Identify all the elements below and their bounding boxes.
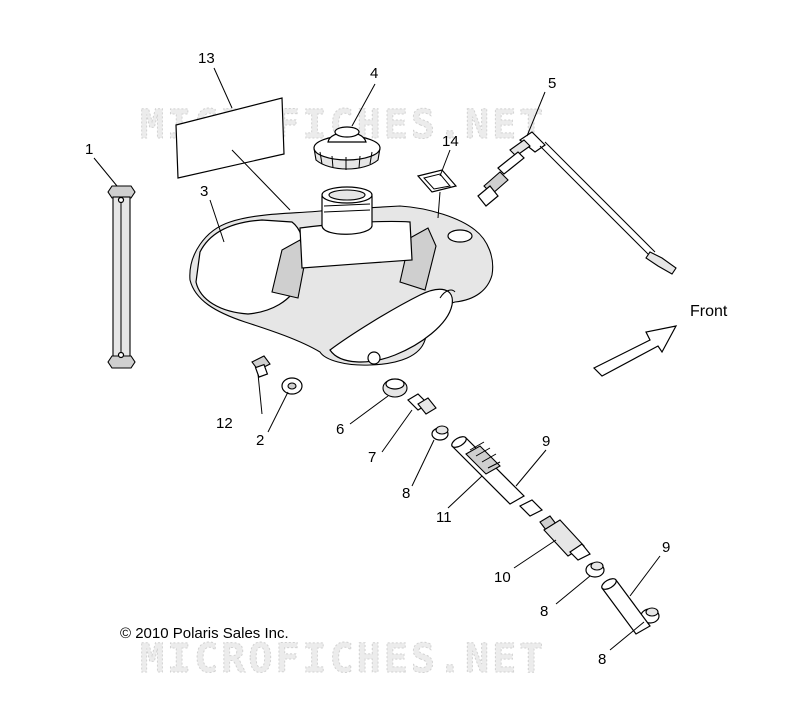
callout-labels: 1 2 3 4 5 6 7 8 8 8 9 9 10 11 12 13 14 (85, 50, 670, 668)
part-9-hose-a (518, 499, 544, 517)
front-arrow-icon (592, 325, 678, 377)
callout-10: 10 (494, 569, 511, 586)
part-9-hose-b (601, 578, 651, 635)
callout-1: 1 (85, 141, 93, 158)
callout-14: 14 (442, 133, 459, 150)
callout-2: 2 (256, 432, 264, 449)
part-14-gasket (416, 169, 458, 193)
leader-lines (93, 67, 661, 651)
callout-8-a: 8 (402, 485, 410, 502)
callout-13: 13 (198, 50, 215, 67)
callout-11: 11 (436, 509, 452, 526)
part-11-hose-sleeve (451, 436, 525, 505)
callout-8-b: 8 (540, 603, 548, 620)
part-1-strap (107, 185, 136, 369)
callout-12: 12 (216, 415, 233, 432)
part-13-decal (175, 97, 285, 179)
part-6-grommet (382, 378, 408, 398)
copyright-notice: © 2010 Polaris Sales Inc. (120, 625, 289, 642)
part-8-clamp-a (431, 425, 449, 441)
part-5-sender (477, 131, 677, 275)
watermark-bottom: MICROFICHES.NET (140, 636, 546, 682)
part-7-fitting (407, 393, 437, 415)
callout-7: 7 (368, 449, 376, 466)
callout-4: 4 (370, 65, 378, 82)
callout-9-b: 9 (662, 539, 670, 556)
callout-3: 3 (200, 183, 208, 200)
callout-6: 6 (336, 421, 344, 438)
part-2-washer (281, 377, 303, 395)
front-label: Front (690, 303, 728, 320)
part-12-screw (251, 355, 271, 378)
part-3-fuel-tank (189, 186, 494, 366)
part-4-fuel-cap (313, 126, 381, 170)
part-8-clamp-b (585, 561, 605, 578)
callout-5: 5 (548, 75, 556, 92)
callout-8-c: 8 (598, 651, 606, 668)
part-10-filter (539, 515, 591, 561)
callout-9-a: 9 (542, 433, 550, 450)
